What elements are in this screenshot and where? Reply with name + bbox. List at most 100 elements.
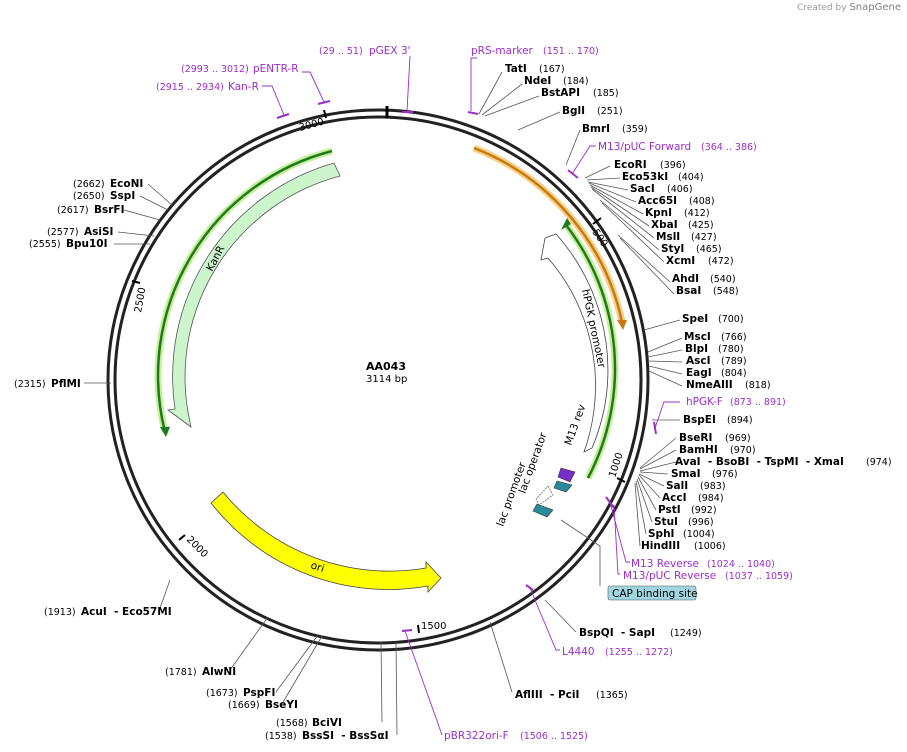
site-bmri-pos: (359) — [622, 124, 648, 135]
site-bsai[interactable]: BsaI — [676, 285, 701, 297]
site-bpu10i[interactable]: Bpu10I — [66, 238, 108, 250]
site-bcivi[interactable]: BciVI — [312, 717, 342, 729]
site-eagi-pos: (804) — [721, 368, 747, 379]
green-arc-left-head — [160, 427, 170, 437]
snapgene-brand: SnapGene — [849, 2, 901, 13]
site-ecori[interactable]: EcoRI — [614, 159, 647, 171]
ori-feature[interactable] — [210, 491, 442, 594]
site-smai-pos: (976) — [712, 469, 738, 480]
lac-operator-feature[interactable] — [553, 480, 573, 493]
site-bspqi-sapi[interactable]: BspQI - SapI — [579, 627, 655, 639]
site-xcmi[interactable]: XcmI — [666, 255, 695, 267]
site-hindiii[interactable]: HindIII — [641, 540, 680, 552]
primer-l4440-name: L4440 — [562, 646, 595, 658]
cap-binding-site-box[interactable] — [607, 585, 697, 601]
site-nmeaiii-pos: (818) — [745, 380, 771, 391]
site-bseyi-pos: (1669) — [228, 700, 260, 711]
site-asisi[interactable]: AsiSI — [84, 226, 113, 238]
kanr-feature[interactable] — [166, 162, 341, 428]
credit-prefix: Created by — [797, 3, 847, 13]
site-smai[interactable]: SmaI — [671, 468, 701, 480]
green-arc-right — [565, 224, 617, 479]
site-ahdi[interactable]: AhdI — [672, 273, 699, 285]
site-ndei[interactable]: NdeI — [524, 75, 551, 87]
hpgk-promoter-feature[interactable] — [540, 233, 609, 453]
primer-pbr322-pos: (1506 .. 1525) — [520, 731, 588, 742]
site-bamhi[interactable]: BamHI — [679, 444, 718, 456]
primer-labels: (29 .. 51) pGEX 3' pRS-marker (151 .. 17… — [156, 45, 793, 742]
site-blpi[interactable]: BlpI — [685, 343, 708, 355]
site-bsrfi[interactable]: BsrFI — [94, 204, 125, 216]
site-bsssi-pos: (1538) — [265, 731, 297, 742]
site-msci[interactable]: MscI — [684, 331, 711, 343]
site-asisi-pos: (2577) — [47, 227, 79, 238]
site-bmri[interactable]: BmrI — [582, 123, 610, 135]
site-spei[interactable]: SpeI — [682, 313, 708, 325]
site-eagi[interactable]: EagI — [686, 367, 712, 379]
site-avai-group[interactable]: AvaI - BsoBI - TspMI - XmaI — [675, 456, 844, 468]
site-bseri[interactable]: BseRI — [679, 432, 712, 444]
site-sphi[interactable]: SphI — [648, 528, 674, 540]
site-pspfi[interactable]: PspFI — [243, 687, 275, 699]
lac-promoter-feature[interactable] — [535, 485, 554, 506]
site-bgli-pos: (251) — [597, 106, 623, 117]
primer-pgex-pos: (29 .. 51) — [319, 46, 363, 57]
site-econi[interactable]: EcoNI — [110, 178, 143, 190]
site-bcivi-pos: (1568) — [276, 718, 308, 729]
site-labels: TatI (167) NdeI (184) BstAPI (185) BglI … — [14, 63, 892, 742]
site-bsai-pos: (548) — [713, 286, 739, 297]
site-tati[interactable]: TatI — [505, 63, 527, 75]
tick-3000: 3000 — [298, 117, 325, 134]
site-bstapi[interactable]: BstAPI — [541, 87, 580, 99]
green-arc-right-head — [561, 218, 571, 230]
site-xbai[interactable]: XbaI — [651, 219, 678, 231]
site-blpi-pos: (780) — [718, 344, 744, 355]
site-bsssi[interactable]: BssSI - BssSαI — [302, 730, 388, 742]
cap-site-feature[interactable] — [532, 503, 554, 518]
m13-rev-feature[interactable] — [557, 467, 576, 483]
site-acc65i[interactable]: Acc65I — [638, 195, 677, 207]
site-bseyi[interactable]: BseYI — [265, 699, 298, 711]
site-kpni-pos: (412) — [684, 208, 710, 219]
site-psti[interactable]: PstI — [658, 504, 681, 516]
primer-prs-pos: (151 .. 170) — [543, 46, 599, 57]
primer-m13puc-fwd-name: M13/pUC Forward — [598, 141, 691, 153]
site-stui[interactable]: StuI — [654, 516, 678, 528]
tick-2500: 2500 — [133, 287, 148, 314]
primer-pentr-name: pENTR-R — [253, 63, 299, 75]
site-saci[interactable]: SacI — [630, 183, 655, 195]
site-pflmi[interactable]: PflMI — [51, 378, 81, 390]
primer-pgex-name: pGEX 3' — [369, 45, 411, 57]
site-kpni[interactable]: KpnI — [645, 207, 672, 219]
plasmid-size: 3114 bp — [366, 374, 407, 385]
site-bgli[interactable]: BglI — [562, 105, 585, 117]
site-acui-pos: (1913) — [44, 607, 76, 618]
site-bspei[interactable]: BspEI — [683, 414, 716, 426]
site-ndei-pos: (184) — [563, 76, 589, 87]
site-bspei-pos: (894) — [727, 415, 753, 426]
site-tati-pos: (167) — [539, 64, 565, 75]
site-acui[interactable]: AcuI - Eco57MI — [81, 606, 172, 618]
site-eco53ki[interactable]: Eco53kI — [622, 171, 668, 183]
site-nmeaiii[interactable]: NmeAIII — [686, 379, 733, 391]
site-asci[interactable]: AscI — [686, 355, 711, 367]
site-acci[interactable]: AccI — [662, 492, 686, 504]
site-sphi-pos: (1004) — [683, 529, 715, 540]
primer-m13puc-fwd-pos: (364 .. 386) — [701, 142, 757, 153]
site-msli[interactable]: MslI — [656, 231, 680, 243]
tick-2000: 2000 — [184, 534, 210, 560]
site-alwni[interactable]: AlwNI — [202, 666, 236, 678]
tick-marks — [131, 109, 626, 634]
site-styi[interactable]: StyI — [661, 243, 684, 255]
site-spei-pos: (700) — [718, 314, 744, 325]
primer-leaders — [262, 55, 680, 736]
primer-hpgkf-pos: (873 .. 891) — [730, 397, 786, 408]
site-msli-pos: (427) — [691, 232, 717, 243]
site-psti-pos: (992) — [691, 505, 717, 516]
site-afliii-pcii[interactable]: AflIII - PciI — [515, 689, 579, 701]
site-acc65i-pos: (408) — [689, 196, 715, 207]
site-sspi[interactable]: SspI — [110, 190, 135, 202]
site-sali[interactable]: SalI — [666, 480, 688, 492]
site-sali-pos: (983) — [700, 481, 726, 492]
site-pflmi-pos: (2315) — [14, 379, 46, 390]
